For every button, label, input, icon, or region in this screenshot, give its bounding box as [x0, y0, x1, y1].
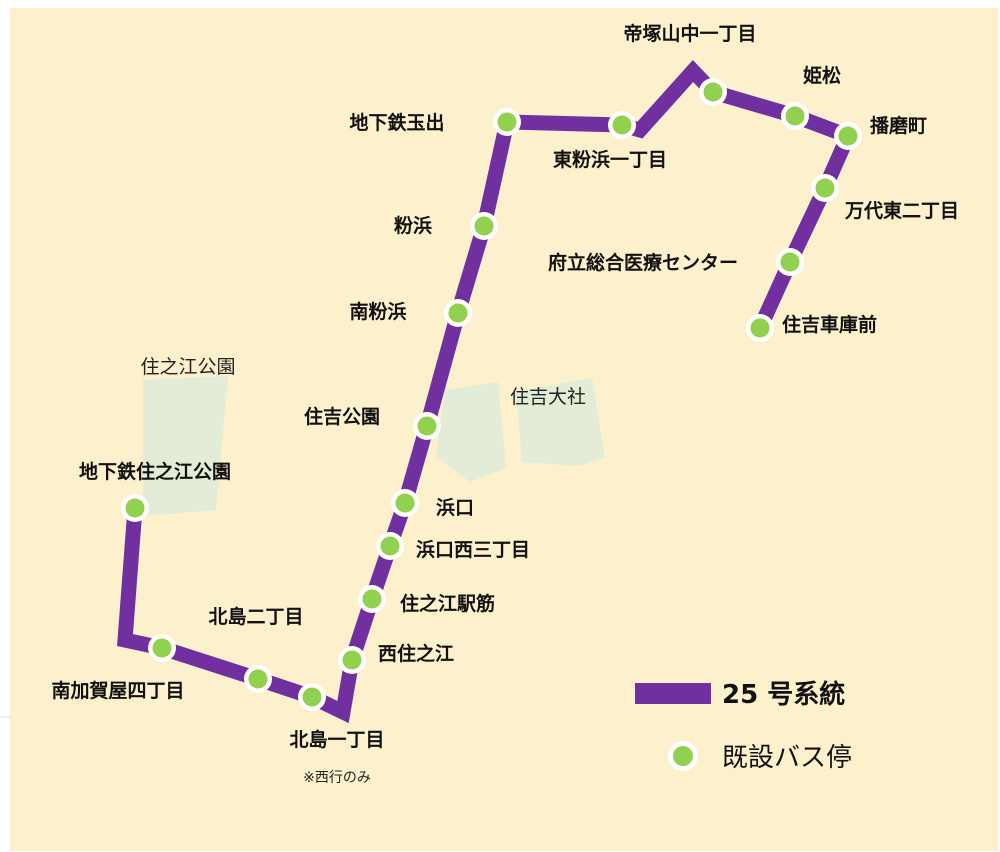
bus-stop-icon — [815, 178, 835, 198]
bus-stop[interactable] — [811, 174, 839, 202]
bus-stop-icon — [474, 216, 494, 236]
bus-stop-label: 東粉浜一丁目 — [553, 148, 667, 171]
park-sumiyoshi-taisha-west — [436, 382, 506, 482]
bus-stop-icon — [248, 669, 268, 689]
bus-stop[interactable] — [746, 314, 774, 342]
bus-stop-icon — [785, 106, 805, 126]
bus-stop[interactable] — [413, 412, 441, 440]
bus-stop-label: 浜口西三丁目 — [416, 539, 530, 561]
bus-stop[interactable] — [338, 646, 366, 674]
bus-stop[interactable] — [391, 489, 419, 517]
bus-stop[interactable] — [376, 532, 404, 560]
bus-stop-icon — [750, 318, 770, 338]
bus-stop[interactable] — [148, 634, 176, 662]
bus-stop[interactable] — [608, 111, 636, 139]
bus-stop-icon — [342, 650, 362, 670]
bus-stop-label: 住吉車庫前 — [782, 313, 877, 336]
bus-stop-label: 住之江駅筋 — [400, 592, 495, 615]
bus-stop-label: 北島二丁目 — [208, 605, 303, 628]
bus-stop[interactable] — [834, 122, 862, 150]
bus-stop-label: 浜口 — [436, 497, 474, 519]
bus-stop-icon — [302, 687, 322, 707]
bus-stop-label: 南粉浜 — [349, 300, 406, 323]
bus-stop-icon — [780, 252, 800, 272]
legend-route-label: 25 号系統 — [722, 679, 845, 710]
legend: 25 号系統 既設バス停 — [635, 679, 852, 773]
bus-stop-icon — [362, 589, 382, 609]
park-suminoe — [143, 376, 228, 516]
bus-stop-icon — [497, 112, 517, 132]
bus-stop-icon — [125, 498, 145, 518]
bus-stop-label: 地下鉄玉出 — [349, 111, 444, 134]
bus-stop[interactable] — [699, 78, 727, 106]
bus-stop-icon — [417, 416, 437, 436]
bus-stop-icon — [612, 115, 632, 135]
bus-stop[interactable] — [470, 212, 498, 240]
bus-stop-label: 北島一丁目 — [289, 728, 384, 751]
bus-stop-label: 播磨町 — [870, 114, 927, 137]
bus-stop-label: 南加賀屋四丁目 — [51, 680, 184, 702]
bus-stop[interactable] — [781, 102, 809, 130]
bus-stop-label: 万代東二丁目 — [844, 199, 959, 222]
bus-stop[interactable] — [358, 585, 386, 613]
bus-stop-icon — [152, 638, 172, 658]
park-label-sumiyoshi-taisha: 住吉大社 — [510, 386, 586, 408]
bus-stop-label: 住吉公園 — [304, 405, 380, 428]
legend-stop-label: 既設バス停 — [722, 743, 852, 773]
legend-route-swatch — [635, 683, 711, 704]
bus-stop-icon — [395, 493, 415, 513]
bus-stop-label: 西住之江 — [378, 642, 454, 665]
bus-stop[interactable] — [244, 665, 272, 693]
bus-stop-label: 姫松 — [803, 64, 841, 87]
bus-stop-label: 府立総合医療センター — [548, 251, 738, 274]
bus-stop-icon — [380, 536, 400, 556]
park-label-suminoe: 住之江公園 — [140, 356, 235, 378]
bus-stop-icon — [838, 126, 858, 146]
westbound-only-note: ※西行のみ — [303, 770, 371, 786]
bus-stop-label: 地下鉄住之江公園 — [79, 460, 231, 483]
bus-stop[interactable] — [493, 108, 521, 136]
bus-stop[interactable] — [298, 683, 326, 711]
bus-stop-label: 帝塚山中一丁目 — [623, 22, 756, 45]
bus-stop[interactable] — [444, 299, 472, 327]
bus-stop-label: 粉浜 — [394, 214, 432, 237]
bus-stop[interactable] — [121, 494, 149, 522]
park-sumiyoshi-taisha-east — [516, 378, 605, 466]
bus-stop-icon — [703, 82, 723, 102]
bus-stop-icon — [448, 303, 468, 323]
bus-stop[interactable] — [776, 248, 804, 276]
legend-stop-icon — [673, 746, 693, 766]
